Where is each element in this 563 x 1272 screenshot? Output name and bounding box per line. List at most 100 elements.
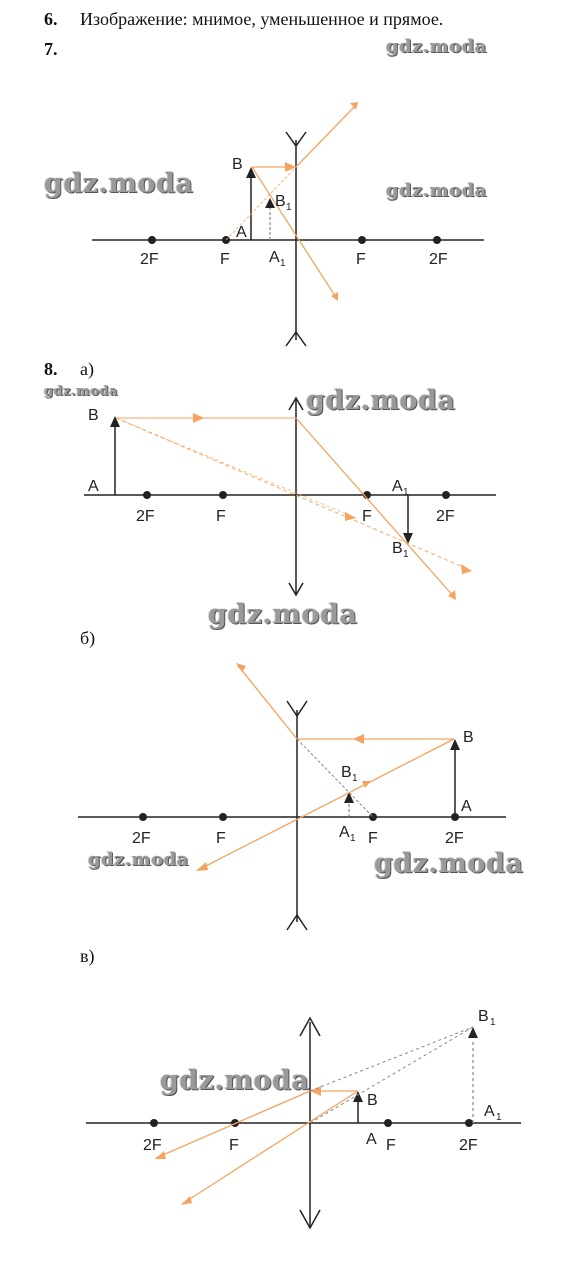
watermark: gdz.moda [44, 168, 194, 199]
label-b1: B [392, 540, 403, 557]
part-c-label: в) [80, 946, 95, 966]
label-a1: A [392, 478, 403, 495]
ray-refracted [295, 103, 358, 168]
label-b: B [232, 156, 243, 173]
label-a1: A [269, 249, 280, 266]
image-arrow-head [344, 792, 354, 803]
ray-arrow [362, 781, 371, 788]
focus-point-2f-right [442, 491, 450, 499]
ray-arrow [310, 1086, 321, 1096]
label-2f-left: 2F [143, 1137, 162, 1154]
lens-top-tip [299, 1016, 321, 1037]
ray-refracted [239, 667, 298, 740]
ray-arrow [285, 162, 296, 172]
focus-point-f-left [219, 491, 227, 499]
label-f-left: F [216, 508, 226, 525]
ray-extension [225, 166, 297, 241]
image-arrow-head [468, 1027, 478, 1038]
focus-point-2f-right [433, 236, 441, 244]
diagram-8a: A B 2F F F 2F A 1 B 1 [84, 396, 496, 600]
label-2f-right: 2F [436, 508, 455, 525]
watermark: gdz.moda [306, 385, 456, 416]
label-f-right: F [368, 830, 378, 847]
label-b1: B [275, 193, 286, 210]
ray-center [251, 166, 338, 300]
label-b1: B [478, 1008, 489, 1025]
watermark: gdz.moda [386, 180, 487, 201]
part-a-label: а) [80, 359, 94, 379]
diagram-8b: B A 2F F F 2F B 1 A 1 [78, 663, 506, 931]
watermark: gdz.moda [386, 36, 487, 57]
label-f-right: F [362, 508, 372, 525]
question-6-text: Изображение: мнимое, уменьшенное и прямо… [80, 9, 444, 29]
label-f-left: F [220, 251, 230, 268]
label-2f-left: 2F [132, 830, 151, 847]
ray-center [181, 1090, 359, 1205]
ray-arrow [196, 862, 208, 871]
ray-center [197, 738, 455, 871]
ray-arrow [350, 102, 358, 110]
label-b1-sub: 1 [490, 1017, 496, 1028]
label-a: A [88, 478, 99, 495]
part-b-label: б) [80, 628, 96, 648]
ray-center [115, 417, 471, 571]
focus-point-2f-right [465, 1119, 473, 1127]
ray-arrow [155, 1151, 166, 1159]
label-b1: B [341, 764, 352, 781]
label-b: B [367, 1092, 378, 1109]
label-a1: A [339, 824, 350, 841]
question-7-number: 7. [44, 39, 58, 59]
ray-arrow [461, 564, 472, 574]
watermark: gdz.moda [208, 599, 358, 630]
label-2f-left: 2F [140, 251, 159, 268]
watermark: gdz.moda [44, 384, 119, 399]
label-2f-right: 2F [459, 1137, 478, 1154]
ray-focal [115, 417, 357, 519]
label-b1-sub: 1 [403, 549, 409, 560]
question-6-number: 6. [44, 9, 58, 29]
question-8-number: 8. [44, 359, 58, 379]
lens-bottom-tip [285, 330, 307, 347]
focus-point-f-right [358, 236, 366, 244]
lens-top-tip [288, 396, 304, 411]
ray-arrow [331, 292, 338, 301]
focus-point-f-left [219, 813, 227, 821]
label-a1: A [484, 1103, 495, 1120]
ray-extension [296, 738, 374, 818]
label-a1-sub: 1 [403, 487, 409, 498]
ray-extension [309, 1026, 474, 1124]
lens-bottom-tip [299, 1209, 321, 1230]
object-arrow-head [450, 739, 460, 750]
lens-top-tip [286, 700, 308, 718]
label-f-right: F [386, 1137, 396, 1154]
ray-arrow [353, 734, 364, 744]
label-b: B [88, 407, 99, 424]
label-f-right: F [356, 251, 366, 268]
image-arrow-head [265, 198, 275, 208]
focus-point-2f-left [148, 236, 156, 244]
label-a1-sub: 1 [280, 258, 286, 269]
label-a: A [461, 798, 472, 815]
image-arrow-head [403, 533, 413, 544]
focus-point-f-right [384, 1119, 392, 1127]
lens-bottom-tip [288, 582, 304, 597]
ray-refracted [155, 1090, 311, 1159]
ray-arrow [345, 512, 356, 521]
object-arrow-head [353, 1091, 363, 1102]
label-b1-sub: 1 [352, 773, 358, 784]
watermark: gdz.moda [374, 848, 524, 879]
label-2f-left: 2F [136, 508, 155, 525]
label-a1-sub: 1 [350, 833, 356, 844]
label-f-left: F [216, 830, 226, 847]
label-a: A [366, 1131, 377, 1148]
focus-point-2f-left [139, 813, 147, 821]
lens-bottom-tip [286, 913, 308, 931]
watermark: gdz.moda [88, 849, 189, 870]
object-arrow-head [110, 416, 120, 427]
focus-point-2f-left [150, 1119, 158, 1127]
label-f-left: F [229, 1137, 239, 1154]
watermark: gdz.moda [160, 1065, 310, 1096]
ray-arrow [236, 663, 246, 672]
label-2f-right: 2F [445, 830, 464, 847]
